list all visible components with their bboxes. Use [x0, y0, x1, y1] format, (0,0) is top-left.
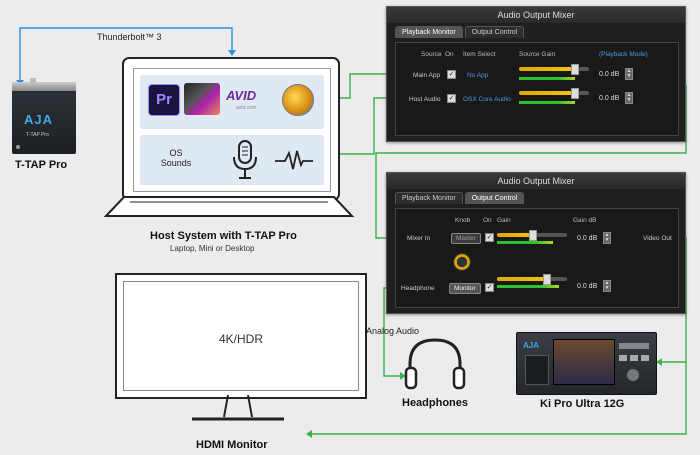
tab-output-control[interactable]: Output Control	[464, 26, 525, 38]
kipro-buttons	[619, 343, 649, 383]
kipro-name: Ki Pro Ultra 12G	[540, 398, 625, 410]
mixer-body	[395, 42, 679, 136]
header-knob: Knob	[455, 217, 471, 224]
main-app-gain-db: 0.0 dB	[599, 71, 620, 78]
mixer-in-gain-slider[interactable]	[497, 230, 567, 241]
mixer-title: Audio Output Mixer	[387, 173, 685, 189]
host-audio-meter	[519, 101, 575, 104]
kipro-logo: AJA	[523, 341, 540, 350]
main-app-gain-slider[interactable]	[519, 64, 589, 75]
host-audio-gain-stepper[interactable]: ▲▼	[625, 92, 633, 104]
hdmi-monitor: 4K/HDR	[115, 273, 367, 399]
laptop-display: Pr AVID avid.com OS Sounds	[133, 68, 331, 192]
avid-icon: AVID	[226, 88, 257, 103]
row-mixer-in-label: Mixer In	[407, 235, 431, 242]
header-gain-db: Gain dB	[573, 217, 597, 224]
os-sounds-label: OS Sounds	[160, 148, 192, 168]
tab-output-control[interactable]: Output Control	[464, 192, 525, 204]
tab-playback-monitor[interactable]: Playback Monitor	[395, 26, 463, 38]
ttap-device: AJA T-TAP Pro	[12, 78, 76, 154]
davinci-icon	[282, 84, 314, 116]
header-on: On	[445, 51, 454, 58]
kipro-device: AJA	[516, 332, 657, 395]
host-title: Host System with T-TAP Pro	[150, 230, 297, 242]
main-app-checkbox[interactable]: ✓	[447, 70, 456, 79]
main-app-gain-stepper[interactable]: ▲▼	[625, 68, 633, 80]
ttap-port	[30, 78, 36, 83]
apps-panel: Pr AVID avid.com	[140, 75, 324, 129]
kipro-screen	[553, 339, 615, 385]
mixer-body	[395, 208, 679, 308]
mixer-playback-monitor: Audio Output Mixer Playback Monitor Outp…	[386, 6, 686, 142]
mixer-tabs: Playback Monitor Output Control	[395, 192, 525, 204]
header-on: On	[483, 217, 492, 224]
headphones-icon	[404, 338, 466, 390]
row-host-audio-label: Host Audio	[409, 96, 441, 103]
ttap-led	[16, 145, 20, 149]
row-main-app-label: Main App	[413, 72, 441, 79]
host-audio-item-select[interactable]: OSX Core Audio	[463, 96, 511, 103]
monitor-button[interactable]: Monitor	[449, 283, 481, 294]
host-audio-gain-db: 0.0 dB	[599, 95, 620, 102]
host-subtitle: Laptop, Mini or Desktop	[170, 244, 255, 253]
header-source: Source	[421, 51, 442, 58]
microphone-icon	[233, 140, 257, 179]
headphones-name: Headphones	[402, 397, 469, 409]
headphone-gain-db: 0.0 dB	[577, 283, 598, 290]
header-item-select: Item Select	[463, 51, 496, 58]
laptop-base	[104, 196, 354, 217]
row-headphone-label: Headphone	[401, 285, 435, 292]
os-sounds-panel: OS Sounds	[140, 135, 324, 185]
waveform-icon	[275, 150, 313, 170]
analog-audio-label: Analog Audio	[366, 326, 420, 336]
mixer-title: Audio Output Mixer	[387, 7, 685, 23]
mixer-in-checkbox[interactable]: ✓	[485, 233, 494, 242]
header-gain: Gain	[497, 217, 511, 224]
laptop-screen: Pr AVID avid.com OS Sounds	[122, 57, 340, 201]
header-playback-mode: (Playback Mode)	[599, 51, 648, 58]
mixer-in-meter	[497, 241, 553, 244]
mixer-in-gain-stepper[interactable]: ▲▼	[603, 232, 611, 244]
host-audio-checkbox[interactable]: ✓	[447, 94, 456, 103]
aja-logo: AJA	[24, 112, 54, 127]
mixer-output-control: Audio Output Mixer Playback Monitor Outp…	[386, 172, 686, 314]
header-source-gain: Source Gain	[519, 51, 556, 58]
main-app-item-select[interactable]: No App	[467, 72, 489, 79]
headphone-gain-stepper[interactable]: ▲▼	[603, 280, 611, 292]
ttap-panel-text: T-TAP Pro	[26, 132, 49, 138]
monitor-name: HDMI Monitor	[196, 439, 268, 451]
final-cut-icon	[184, 83, 220, 115]
host-audio-gain-slider[interactable]	[519, 88, 589, 99]
main-app-meter	[519, 77, 575, 80]
headphone-gain-slider[interactable]	[497, 274, 567, 285]
ttap-top-panel	[12, 82, 76, 91]
headphone-meter	[497, 285, 559, 288]
ttap-name: T-TAP Pro	[15, 159, 68, 171]
master-button[interactable]: Master	[451, 233, 481, 244]
mixer-tabs: Playback Monitor Output Control	[395, 26, 525, 38]
premiere-icon: Pr	[148, 84, 180, 116]
thunderbolt-label: Thunderbolt™ 3	[97, 32, 162, 42]
monitor-stand	[192, 395, 284, 421]
monitor-screen-text: 4K/HDR	[218, 332, 263, 346]
mixer-in-gain-db: 0.0 dB	[577, 235, 598, 242]
video-out-label: Video Out	[643, 235, 672, 242]
avid-url: avid.com	[236, 105, 257, 111]
volume-knob[interactable]	[453, 253, 471, 271]
kipro-drive-bay	[525, 355, 549, 385]
monitor-screen: 4K/HDR	[123, 281, 359, 391]
headphone-checkbox[interactable]: ✓	[485, 283, 494, 292]
tab-playback-monitor[interactable]: Playback Monitor	[395, 192, 463, 204]
